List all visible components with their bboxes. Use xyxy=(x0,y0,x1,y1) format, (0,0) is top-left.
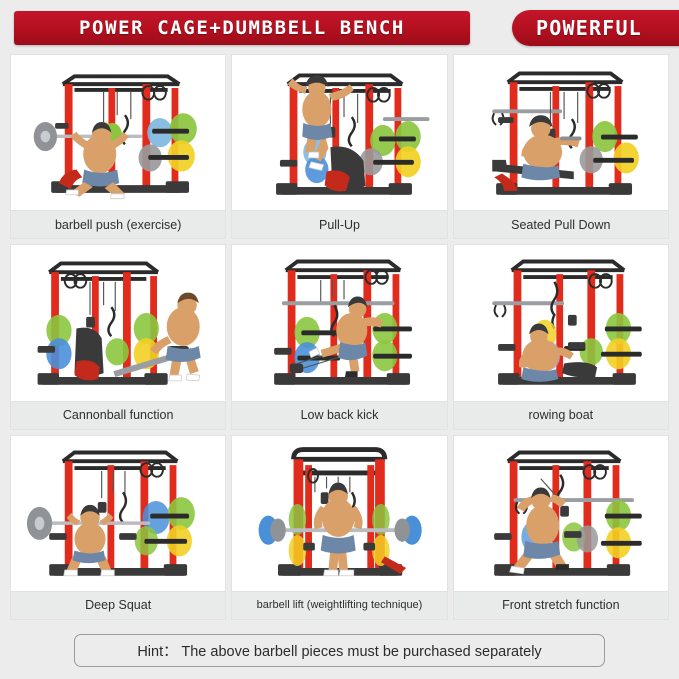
cell-caption: barbell push (exercise) xyxy=(11,210,226,239)
cell-caption: Front stretch function xyxy=(453,590,668,619)
grid-cell-cannonball[interactable]: Cannonball function xyxy=(10,244,227,430)
grid-cell-barbell-lift[interactable]: barbell lift (weightlifting technique) xyxy=(231,434,448,620)
cell-caption: Seated Pull Down xyxy=(453,210,668,239)
power-cage-illustration xyxy=(232,436,446,591)
main-title-text: POWER CAGE+DUMBBELL BENCH xyxy=(79,17,405,39)
grid-cell-deep-squat[interactable]: Deep Squat xyxy=(10,434,227,620)
cell-caption: Pull-Up xyxy=(232,210,447,239)
grid-cell-pull-up[interactable]: Pull-Up xyxy=(231,54,448,240)
cell-caption: barbell lift (weightlifting technique) xyxy=(232,590,447,619)
cell-caption: Low back kick xyxy=(232,400,447,429)
cell-caption: Deep Squat xyxy=(11,590,226,619)
photo-barbell-lift xyxy=(232,435,447,591)
photo-front-stretch xyxy=(453,435,668,591)
grid-cell-front-stretch[interactable]: Front stretch function xyxy=(452,434,669,620)
grid-cell-rowing-boat[interactable]: rowing boat xyxy=(452,244,669,430)
photo-cannonball xyxy=(11,245,226,401)
cell-caption: Cannonball function xyxy=(11,400,226,429)
power-cage-illustration xyxy=(11,436,225,591)
header-banners: POWER CAGE+DUMBBELL BENCH POWERFUL xyxy=(0,0,679,52)
main-title-banner: POWER CAGE+DUMBBELL BENCH xyxy=(14,11,470,45)
power-cage-illustration xyxy=(232,245,446,400)
power-cage-illustration xyxy=(454,55,668,210)
photo-deep-squat xyxy=(11,435,226,591)
powerful-badge-text: POWERFUL xyxy=(536,16,642,40)
grid-cell-low-back-kick[interactable]: Low back kick xyxy=(231,244,448,430)
photo-rowing-boat xyxy=(453,245,668,401)
photo-low-back-kick xyxy=(232,245,447,401)
power-cage-illustration xyxy=(454,436,668,591)
grid-cell-barbell-push[interactable]: barbell push (exercise) xyxy=(10,54,227,240)
photo-seated-pull-down xyxy=(453,55,668,211)
photo-pull-up xyxy=(232,55,447,211)
power-cage-illustration xyxy=(11,245,225,400)
power-cage-illustration xyxy=(11,55,225,210)
photo-barbell-push xyxy=(11,55,226,211)
hint-text: Hint： The above barbell pieces must be p… xyxy=(137,644,542,660)
powerful-badge: POWERFUL xyxy=(512,10,679,46)
grid-cell-seated-pull-down[interactable]: Seated Pull Down xyxy=(452,54,669,240)
power-cage-illustration xyxy=(232,55,446,210)
hint-box: Hint： The above barbell pieces must be p… xyxy=(74,634,605,667)
exercise-grid: barbell push (exercise) xyxy=(10,54,669,620)
cell-caption: rowing boat xyxy=(453,400,668,429)
power-cage-illustration xyxy=(454,245,668,400)
